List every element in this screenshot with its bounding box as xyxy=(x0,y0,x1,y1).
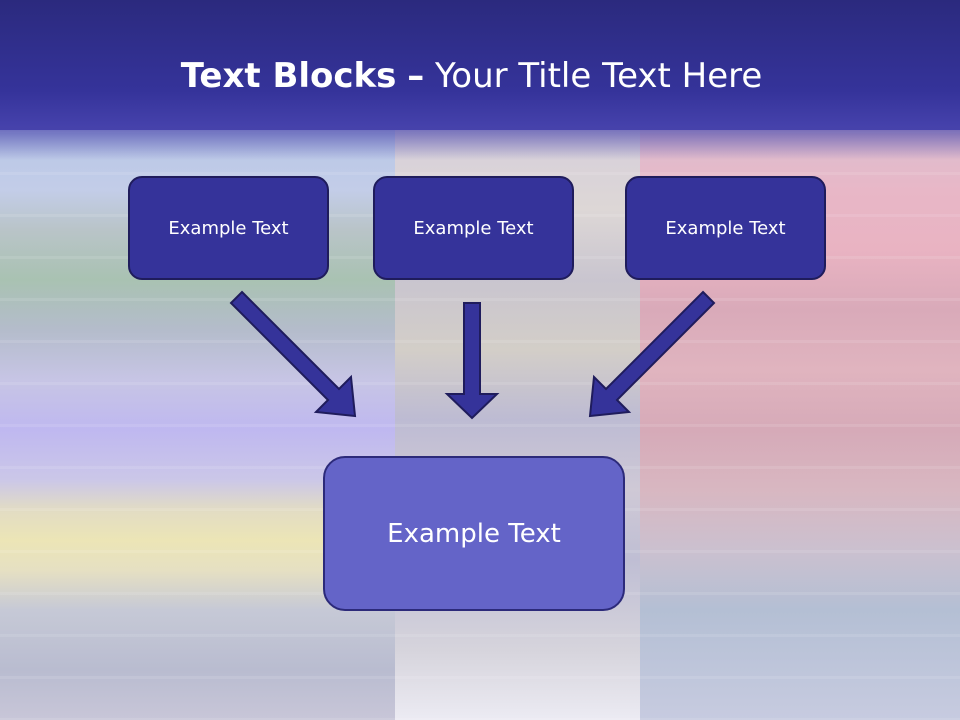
slide-title: Text Blocks – Your Title Text Here xyxy=(0,52,943,100)
text-block-right-label: Example Text xyxy=(665,217,786,239)
slide-title-bold: Text Blocks xyxy=(180,56,397,96)
slide-title-separator: – xyxy=(407,56,425,96)
text-block-center-label: Example Text xyxy=(413,217,534,239)
target-text-block: Example Text xyxy=(323,456,625,611)
target-text-block-label: Example Text xyxy=(387,518,561,549)
title-banner xyxy=(0,0,960,130)
text-block-center: Example Text xyxy=(373,176,574,280)
text-block-left-label: Example Text xyxy=(168,217,289,239)
slide-title-rest: Your Title Text Here xyxy=(435,56,763,96)
title-banner-fade xyxy=(0,126,960,160)
text-block-left: Example Text xyxy=(128,176,329,280)
text-block-right: Example Text xyxy=(625,176,826,280)
